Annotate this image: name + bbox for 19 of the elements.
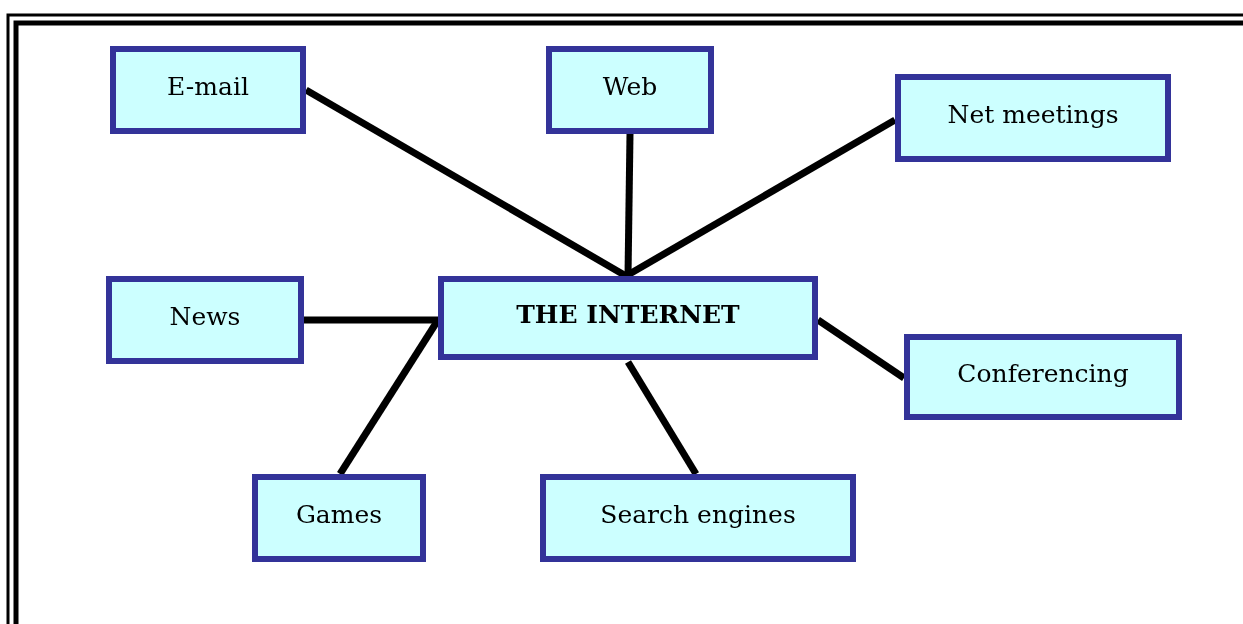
topic-box bbox=[546, 46, 714, 134]
node-label: Search engines bbox=[600, 499, 796, 529]
node-label: THE INTERNET bbox=[516, 299, 740, 329]
topic-box bbox=[252, 474, 426, 562]
node-label: News bbox=[169, 301, 241, 331]
connector-line bbox=[304, 316, 438, 324]
node-label: Games bbox=[295, 499, 383, 529]
node-label: Web bbox=[602, 71, 658, 101]
topic-box bbox=[110, 46, 306, 134]
connector-line bbox=[625, 360, 699, 476]
topic-box bbox=[540, 474, 856, 562]
node-label: E-mail bbox=[167, 71, 249, 101]
topic-box bbox=[106, 276, 304, 364]
connector-line bbox=[816, 317, 906, 381]
topic-box bbox=[895, 74, 1171, 162]
node-label: Conferencing bbox=[957, 358, 1129, 388]
central-box bbox=[438, 276, 818, 360]
node-label: Net meetings bbox=[947, 99, 1119, 129]
topic-box bbox=[904, 334, 1182, 420]
